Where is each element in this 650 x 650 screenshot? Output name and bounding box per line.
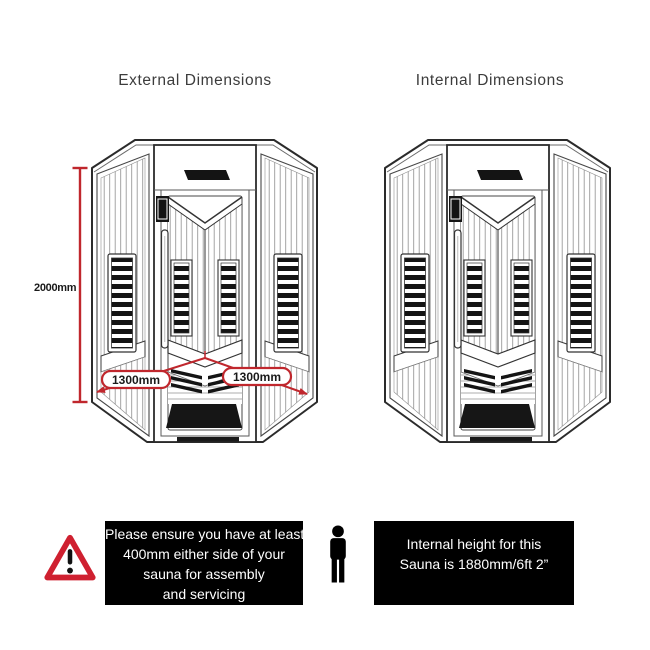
internal-height-note: Internal height for this Sauna is 1880mm… — [374, 521, 574, 605]
warning-triangle-icon — [44, 534, 96, 581]
external-dimensions-figure: 2000mm 1300mm 1300mm — [34, 139, 318, 443]
internal-dimensions-title: Internal Dimensions — [415, 72, 565, 89]
sauna-drawing — [384, 139, 611, 443]
height-dimension: 2000mm — [34, 166, 88, 404]
person-icon — [330, 525, 346, 583]
note-line: Please ensure you have at least — [105, 526, 305, 542]
width-dimension-label-right: 1300mm — [233, 370, 281, 384]
note-line: Internal height for this — [406, 536, 542, 552]
internal-dimensions-figure — [384, 139, 611, 443]
sauna-drawing — [91, 139, 318, 443]
note-line: 400mm either side of your — [123, 546, 285, 562]
assembly-clearance-note: Please ensure you have at least 400mm ei… — [105, 521, 305, 605]
height-dimension-label: 2000mm — [34, 282, 77, 294]
note-line: sauna for assembly — [143, 566, 265, 582]
external-dimensions-title: External Dimensions — [118, 72, 272, 89]
note-line: Sauna is 1880mm/6ft 2” — [399, 556, 549, 572]
width-dimensions: 1300mm 1300mm — [96, 351, 308, 395]
width-dimension-label-left: 1300mm — [112, 373, 160, 387]
note-line: and servicing — [162, 586, 246, 602]
